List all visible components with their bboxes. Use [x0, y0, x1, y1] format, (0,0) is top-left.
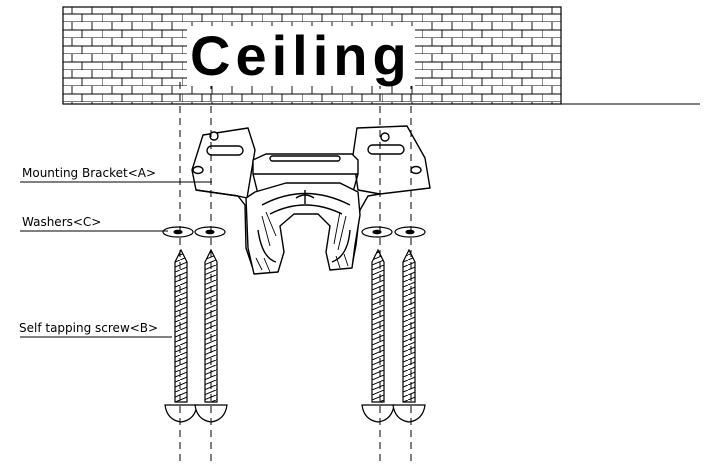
ceiling-block — [62, 6, 562, 105]
washers — [162, 226, 426, 238]
screw-1 — [164, 248, 198, 423]
screw-label: Self tapping screw<B> — [19, 321, 159, 335]
leader-lines — [20, 181, 212, 338]
mounting-bracket — [191, 125, 431, 275]
washers-label: Washers<C> — [22, 215, 102, 229]
alignment-lines — [179, 82, 412, 462]
screw-3 — [361, 248, 395, 423]
mounting-bracket-label: Mounting Bracket<A> — [22, 166, 157, 180]
screw-4 — [392, 248, 426, 423]
